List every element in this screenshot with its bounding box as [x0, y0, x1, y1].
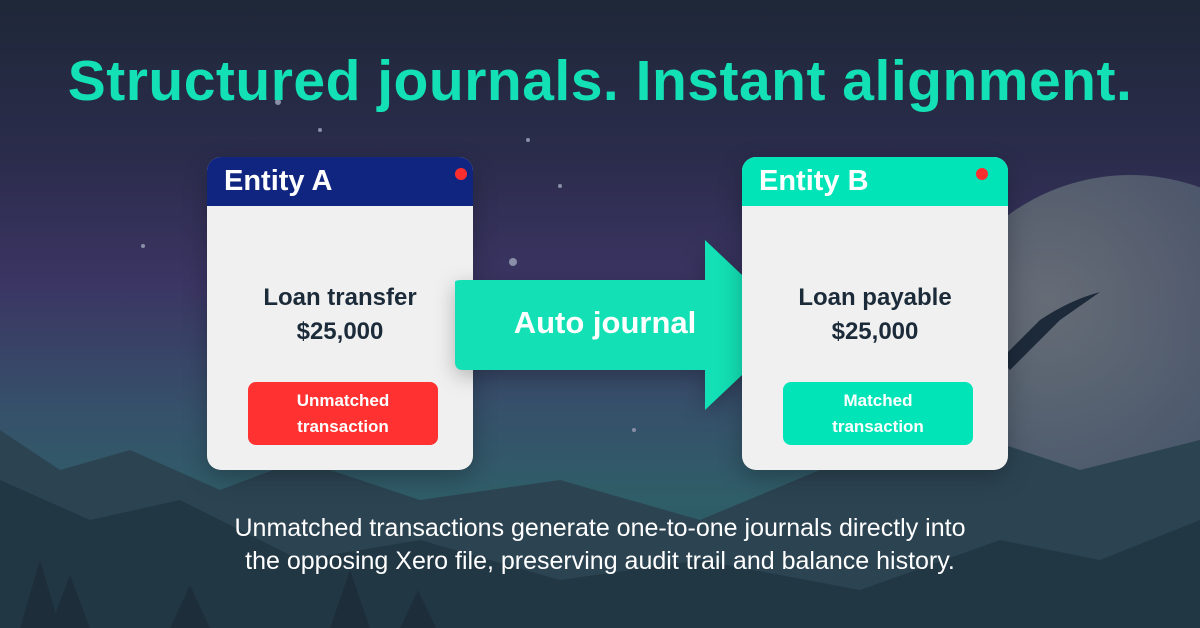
- badge-line: transaction: [832, 416, 924, 436]
- entity-a-header: Entity A: [207, 157, 473, 206]
- mountains-front: [0, 480, 1200, 628]
- jet: [1000, 292, 1100, 370]
- headline: Structured journals. Instant alignment.: [67, 49, 1133, 113]
- entity-a-line: Loan transfer: [263, 284, 417, 311]
- arrow-right-icon: [455, 240, 795, 410]
- status-dot-icon: [976, 168, 988, 180]
- auto-journal-label: Auto journal: [513, 305, 697, 340]
- badge-line: Matched: [843, 390, 913, 410]
- entity-a-title: Entity A: [224, 165, 333, 197]
- entity-a-card: Entity A Loan transfer $25,000 Unmatched…: [207, 157, 473, 470]
- entity-b-header: Entity B: [742, 157, 1008, 206]
- entity-a-amount: $25,000: [296, 318, 384, 345]
- unmatched-badge: Unmatched transaction: [248, 382, 438, 445]
- trees: [20, 560, 436, 628]
- status-dot-icon: [455, 168, 467, 180]
- entity-a-description: Loan transfer $25,000: [207, 281, 473, 349]
- matched-badge: Matched transaction: [783, 382, 973, 445]
- caption: Unmatched transactions generate one-to-o…: [0, 512, 1200, 578]
- entity-b-line: Loan payable: [798, 284, 952, 311]
- entity-b-title: Entity B: [759, 165, 869, 197]
- entity-b-amount: $25,000: [831, 318, 919, 345]
- caption-line: the opposing Xero file, preserving audit…: [245, 547, 955, 575]
- badge-line: Unmatched: [296, 390, 390, 410]
- entity-b-description: Loan payable $25,000: [742, 281, 1008, 349]
- entity-b-card: Entity B Loan payable $25,000 Matched tr…: [742, 157, 1008, 470]
- badge-line: transaction: [297, 416, 389, 436]
- caption-line: Unmatched transactions generate one-to-o…: [234, 514, 966, 542]
